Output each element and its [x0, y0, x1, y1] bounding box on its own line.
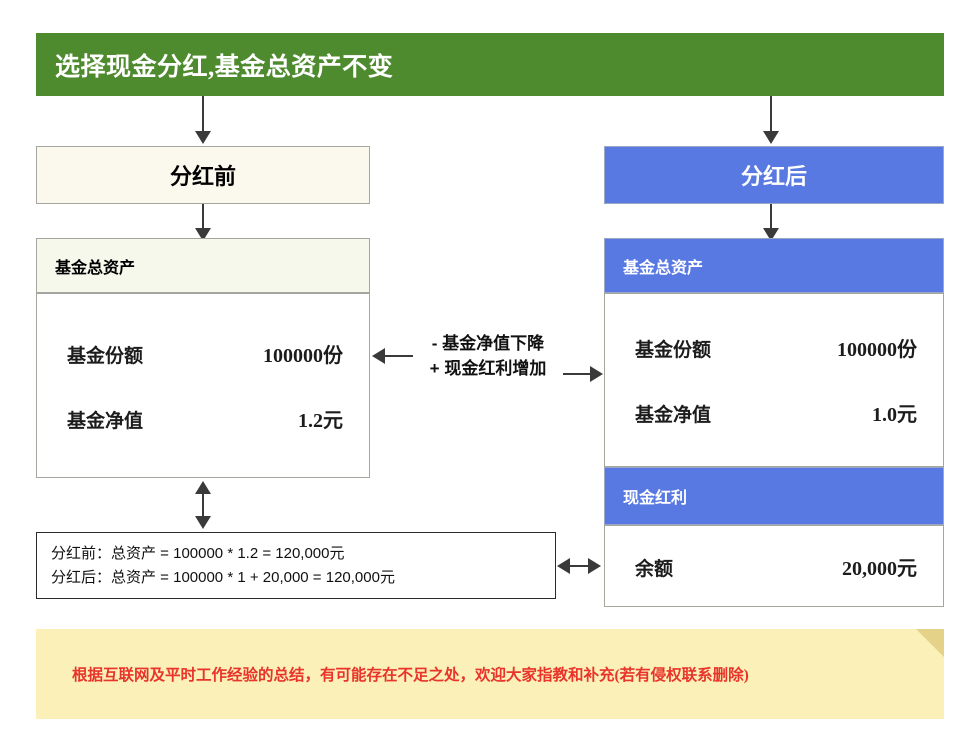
right-body-box: 基金份额 100000份 基金净值 1.0元: [604, 293, 944, 467]
footer-disclaimer: 根据互联网及平时工作经验的总结，有可能存在不足之处，欢迎大家指教和补充(若有侵权…: [72, 667, 749, 684]
arrow-left-icon-calc-link: [557, 558, 570, 574]
right-title-box: 分红后: [604, 146, 944, 204]
connector-header-to-left: [202, 96, 204, 140]
middle-note-line1: - 基金净值下降: [431, 334, 545, 353]
left-title-label: 分红前: [169, 164, 236, 189]
arrow-down-icon-left-top: [195, 131, 211, 144]
right-rows: 基金份额 100000份 基金净值 1.0元: [605, 294, 943, 466]
right-title-label: 分红后: [740, 164, 807, 189]
arrow-down-icon-right-top: [763, 131, 779, 144]
dividend-band: 现金红利: [604, 467, 944, 525]
left-rows: 基金份额 100000份 基金净值 1.2元: [37, 294, 369, 477]
header-banner: 选择现金分红,基金总资产不变: [36, 33, 944, 96]
left-row-nav-label: 基金净值: [67, 410, 144, 432]
arrow-down-icon-right-mid: [763, 228, 779, 241]
calculation-box: 分红前：总资产 = 100000 * 1.2 = 120,000元 分红后：总资…: [36, 532, 556, 599]
arrow-right-icon-middle: [590, 366, 603, 382]
connector-calc-to-dividend: [568, 565, 588, 567]
right-row-shares-value: 100000份: [837, 339, 917, 361]
connector-middle-right: [563, 373, 592, 375]
page-title: 选择现金分红,基金总资产不变: [55, 53, 394, 81]
right-row-nav-value: 1.0元: [872, 404, 917, 426]
middle-note-line2: + 现金红利增加: [429, 358, 547, 378]
middle-note: - 基金净值下降 + 现金红利增加: [398, 332, 578, 381]
right-section-label: 基金总资产: [623, 259, 704, 277]
left-row-nav-value: 1.2元: [298, 409, 343, 432]
dividend-row-balance-value: 20,000元: [842, 557, 917, 580]
right-row-shares-label: 基金份额: [635, 340, 712, 361]
left-body-box: 基金份额 100000份 基金净值 1.2元: [36, 293, 370, 478]
arrow-down-icon-left-mid: [195, 228, 211, 241]
left-section-band: 基金总资产: [36, 238, 370, 293]
left-row-nav: 基金净值 1.2元: [37, 404, 369, 433]
calculation-line-after: 分红后：总资产 = 100000 * 1 + 20,000 = 120,000元: [51, 568, 395, 586]
folded-corner-icon: [916, 629, 944, 657]
connector-right-title-to-body: [770, 204, 772, 236]
connector-left-title-to-body: [202, 204, 204, 236]
calculation-line-before: 分红前：总资产 = 100000 * 1.2 = 120,000元: [51, 545, 345, 563]
dividend-row-balance: 余额 20,000元: [605, 552, 943, 581]
arrow-left-icon-middle: [372, 348, 385, 364]
dividend-rows: 余额 20,000元: [605, 526, 943, 606]
right-row-shares: 基金份额 100000份: [605, 333, 943, 362]
footer-banner: 根据互联网及平时工作经验的总结，有可能存在不足之处，欢迎大家指教和补充(若有侵权…: [36, 629, 944, 719]
right-row-nav: 基金净值 1.0元: [605, 398, 943, 427]
connector-middle-left: [383, 355, 413, 357]
left-row-shares-value: 100000份: [263, 344, 343, 367]
left-section-label: 基金总资产: [55, 259, 136, 277]
dividend-label: 现金红利: [623, 490, 688, 507]
right-section-band: 基金总资产: [604, 238, 944, 293]
arrow-down-icon-calc: [195, 516, 211, 529]
arrow-right-icon-calc-link: [588, 558, 601, 574]
connector-header-to-right: [770, 96, 772, 140]
left-title-box: 分红前: [36, 146, 370, 204]
right-row-nav-label: 基金净值: [635, 405, 712, 426]
left-row-shares-label: 基金份额: [67, 345, 144, 367]
left-row-shares: 基金份额 100000份: [37, 339, 369, 368]
arrow-up-icon-calc: [195, 481, 211, 494]
dividend-body-box: 余额 20,000元: [604, 525, 944, 607]
dividend-row-balance-label: 余额: [635, 558, 674, 580]
connector-left-to-calc: [202, 492, 204, 516]
